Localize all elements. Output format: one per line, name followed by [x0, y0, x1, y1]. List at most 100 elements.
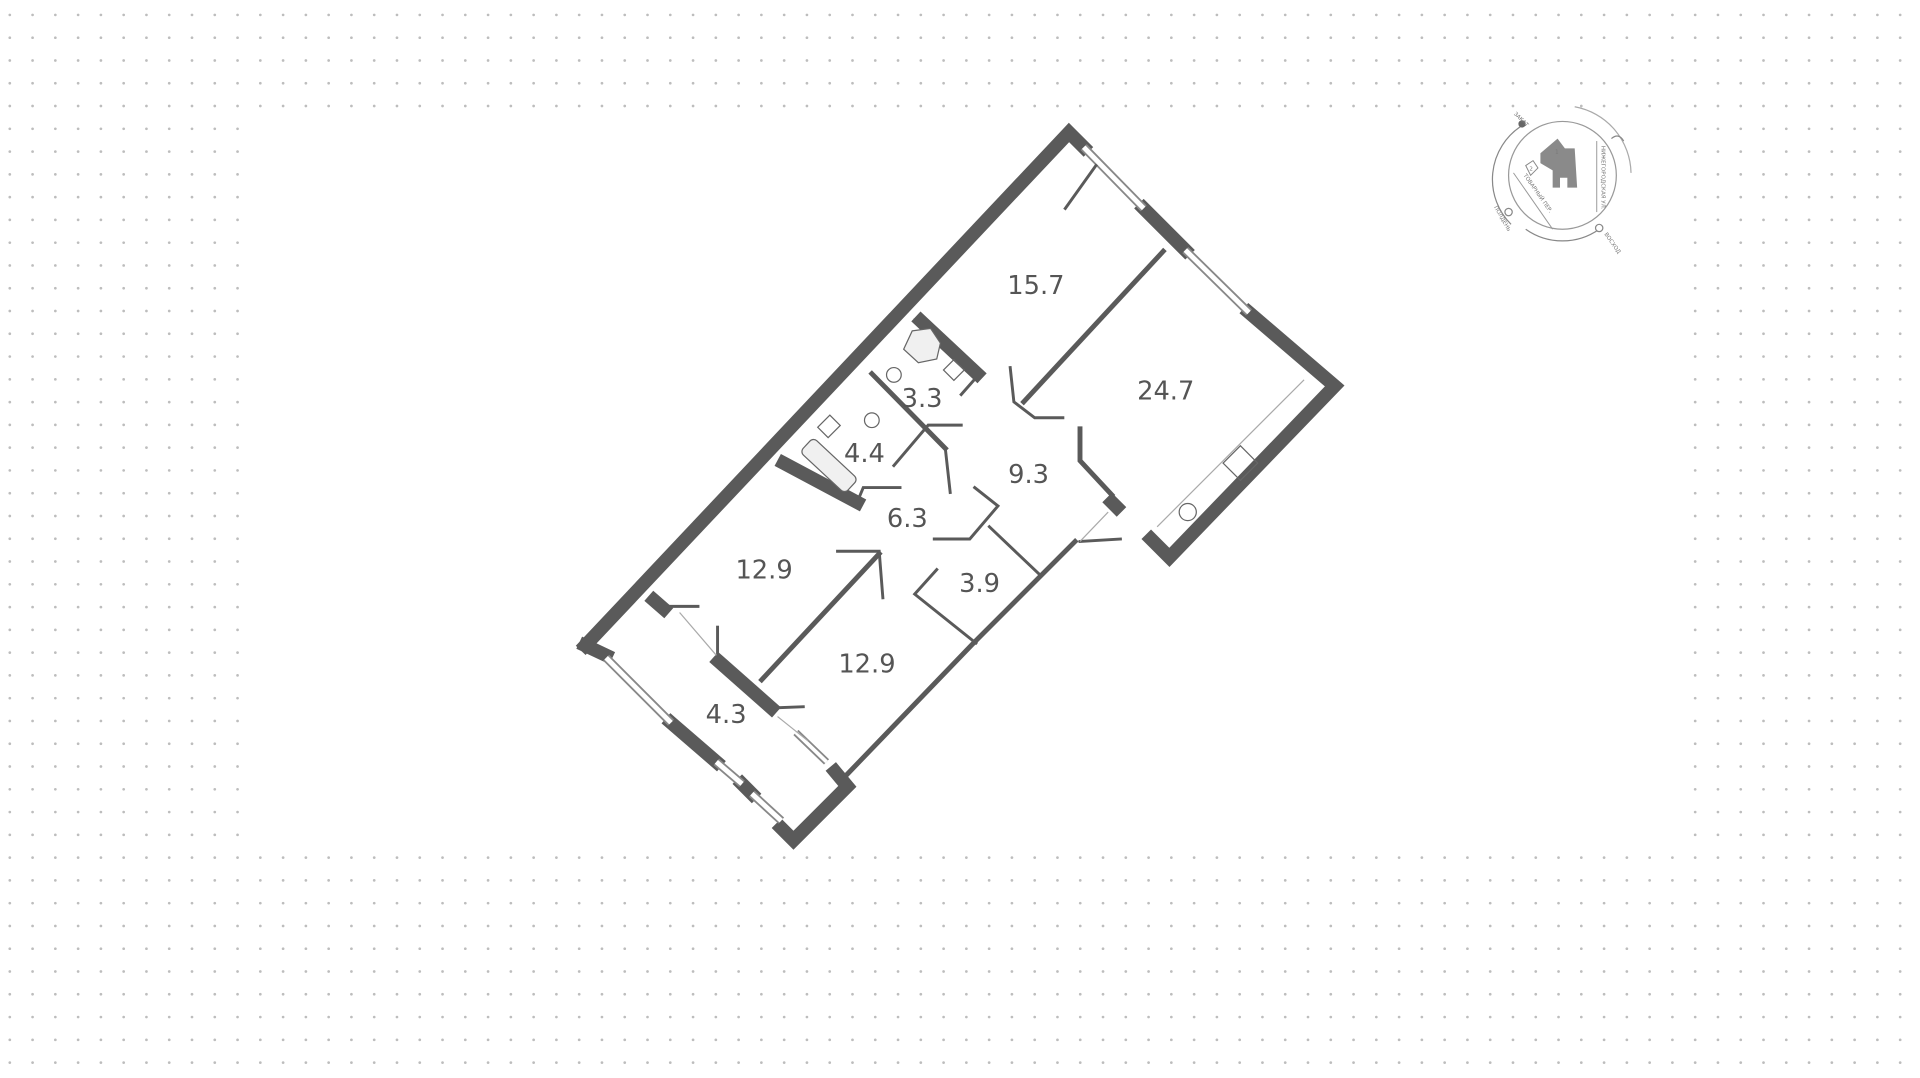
- grid-dot: [122, 514, 126, 518]
- grid-dot: [1306, 59, 1310, 62]
- grid-dot: [76, 992, 80, 996]
- grid-dot: [1010, 59, 1014, 62]
- grid-dot: [1192, 104, 1196, 108]
- grid-dot: [668, 924, 672, 928]
- grid-dot: [737, 924, 740, 928]
- grid-dot: [1784, 787, 1788, 791]
- grid-dot: [8, 332, 12, 336]
- grid-dot: [1147, 901, 1150, 905]
- grid-dot: [532, 947, 535, 951]
- grid-dot: [350, 13, 353, 17]
- grid-dot: [190, 833, 194, 837]
- grid-dot: [1807, 423, 1811, 427]
- grid-dot: [577, 104, 581, 108]
- grid-dot: [1488, 1038, 1492, 1042]
- grid-dot: [714, 901, 718, 905]
- grid-dot: [1352, 59, 1355, 62]
- grid-dot: [1716, 582, 1720, 586]
- grid-dot: [760, 36, 763, 40]
- grid-dot: [304, 879, 308, 882]
- grid-dot: [463, 1061, 467, 1064]
- grid-dot: [1693, 423, 1697, 427]
- grid-dot: [1397, 992, 1401, 996]
- grid-dot: [532, 856, 535, 859]
- grid-dot: [1853, 81, 1856, 85]
- grid-dot: [213, 856, 217, 859]
- grid-dot: [1488, 856, 1492, 859]
- grid-dot: [8, 651, 12, 654]
- grid-dot: [418, 1061, 422, 1064]
- grid-dot: [190, 218, 194, 222]
- grid-dot: [1557, 856, 1560, 859]
- grid-dot: [782, 1015, 786, 1019]
- grid-dot: [99, 400, 103, 404]
- grid-dot: [327, 924, 330, 928]
- grid-dot: [1192, 856, 1196, 859]
- grid-dot: [1511, 104, 1515, 108]
- grid-dot: [1693, 218, 1697, 222]
- grid-dot: [1716, 879, 1720, 882]
- grid-dot: [76, 696, 80, 700]
- grid-dot: [828, 81, 832, 85]
- grid-dot: [1283, 1061, 1287, 1064]
- grid-dot: [145, 833, 148, 837]
- grid-dot: [76, 491, 80, 495]
- grid-dot: [555, 970, 558, 973]
- grid-dot: [99, 1061, 103, 1064]
- grid-dot: [1762, 947, 1765, 951]
- grid-dot: [760, 970, 763, 973]
- grid-dot: [76, 400, 80, 404]
- grid-dot: [441, 104, 444, 108]
- grid-dot: [1807, 560, 1811, 563]
- grid-dot: [691, 901, 695, 905]
- grid-dot: [327, 901, 330, 905]
- grid-dot: [1807, 469, 1811, 472]
- grid-dot: [76, 195, 80, 199]
- grid-dot: [190, 400, 194, 404]
- grid-dot: [965, 992, 968, 996]
- grid-dot: [213, 560, 217, 563]
- grid-dot: [737, 36, 740, 40]
- grid-dot: [965, 856, 968, 859]
- grid-dot: [122, 491, 126, 495]
- grid-dot: [1739, 59, 1743, 62]
- grid-dot: [418, 1015, 422, 1019]
- grid-dot: [668, 901, 672, 905]
- wall-24-7-left: [1077, 426, 1116, 499]
- grid-dot: [691, 992, 695, 996]
- grid-dot: [1010, 856, 1014, 859]
- grid-dot: [463, 901, 467, 905]
- grid-dot: [76, 377, 80, 381]
- grid-dot: [1352, 1038, 1355, 1042]
- grid-dot: [1762, 172, 1765, 176]
- grid-dot: [1830, 765, 1834, 768]
- grid-dot: [213, 674, 217, 677]
- grid-dot: [646, 36, 649, 40]
- grid-dot: [919, 59, 923, 62]
- grid-dot: [1762, 218, 1765, 222]
- grid-dot: [1784, 264, 1788, 267]
- grid-dot: [1830, 469, 1834, 472]
- grid-dot: [919, 1038, 923, 1042]
- grid-dot: [1876, 104, 1879, 108]
- grid-dot: [1853, 537, 1856, 541]
- grid-dot: [190, 810, 194, 814]
- grid-dot: [1739, 332, 1743, 336]
- grid-dot: [1830, 309, 1834, 313]
- grid-dot: [1830, 742, 1834, 746]
- grid-dot: [623, 59, 627, 62]
- grid-dot: [942, 104, 945, 108]
- grid-dot: [145, 787, 148, 791]
- grid-dot: [167, 423, 171, 427]
- grid-dot: [350, 924, 353, 928]
- grid-dot: [122, 537, 126, 541]
- grid-dot: [1625, 1015, 1629, 1019]
- grid-dot: [1306, 901, 1310, 905]
- grid-dot: [1056, 901, 1059, 905]
- grid-dot: [8, 787, 12, 791]
- grid-dot: [8, 59, 12, 62]
- grid-dot: [99, 901, 103, 905]
- grid-dot: [714, 1061, 718, 1064]
- grid-dot: [1056, 1015, 1059, 1019]
- grid-dot: [1557, 1015, 1560, 1019]
